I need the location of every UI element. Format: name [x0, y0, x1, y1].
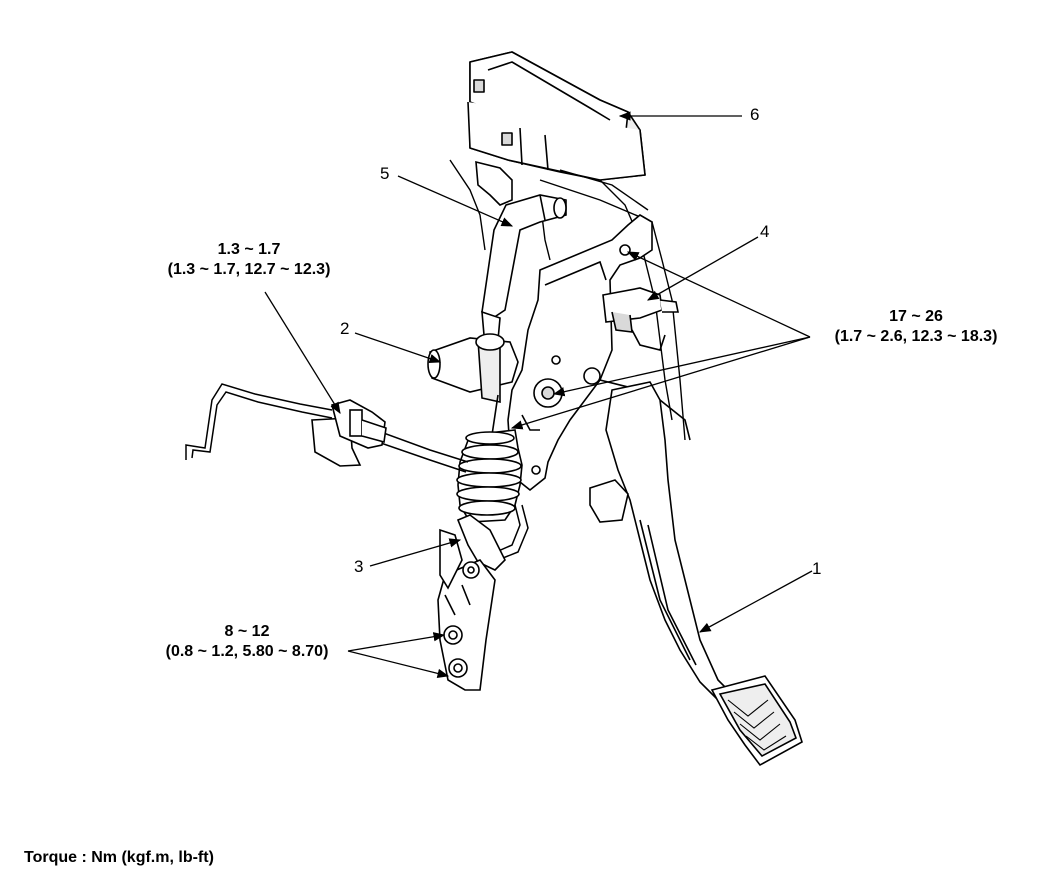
hose-fitting [311, 399, 387, 467]
torque-value: 1.3 ~ 1.7 [217, 241, 281, 258]
leader-3 [369, 538, 462, 567]
leader-2 [354, 332, 442, 364]
push-rod-boot [456, 429, 523, 523]
callout-5: 5 [380, 164, 390, 183]
torque-unit-note: Torque : Nm (kgf.m, lb-ft) [24, 849, 214, 866]
torque-spec-top-left: 1.3 ~ 1.7 (1.3 ~ 1.7, 12.7 ~ 12.3) [134, 240, 364, 280]
leader-1 [698, 570, 813, 633]
torque-value: 17 ~ 26 [889, 308, 943, 325]
leader-torque-right-c [510, 336, 811, 430]
callout-6: 6 [750, 105, 760, 124]
leader-lines [264, 111, 813, 678]
clutch-pedal-arm [589, 381, 730, 702]
callout-4: 4 [760, 222, 770, 241]
leader-4 [646, 236, 759, 301]
lower-bracket [437, 514, 506, 691]
torque-spec-bottom-left: 8 ~ 12 (0.8 ~ 1.2, 5.80 ~ 8.70) [134, 622, 360, 662]
reservoir-tank [467, 51, 646, 181]
clutch-master-cylinder [427, 333, 519, 449]
callout-3: 3 [354, 557, 364, 576]
leader-torque-bottom-a [347, 632, 446, 652]
torque-value: 8 ~ 12 [224, 623, 270, 640]
leader-torque-right-b [552, 336, 811, 397]
pedal-pad [710, 675, 803, 767]
callout-2: 2 [340, 319, 350, 338]
torque-spec-right: 17 ~ 26 (1.7 ~ 2.6, 12.3 ~ 18.3) [806, 307, 1026, 347]
torque-conversion: (1.3 ~ 1.7, 12.7 ~ 12.3) [167, 261, 331, 278]
mounting-panel [449, 159, 686, 441]
callout-1: 1 [812, 559, 822, 578]
leader-torque-top-left [264, 291, 341, 414]
leader-torque-bottom-b [347, 650, 450, 678]
torque-conversion: (0.8 ~ 1.2, 5.80 ~ 8.70) [165, 643, 329, 660]
fluid-pipe [185, 383, 529, 561]
leader-torque-right-a [626, 251, 811, 338]
torque-conversion: (1.7 ~ 2.6, 12.3 ~ 18.3) [834, 328, 998, 345]
leader-5 [397, 175, 514, 227]
